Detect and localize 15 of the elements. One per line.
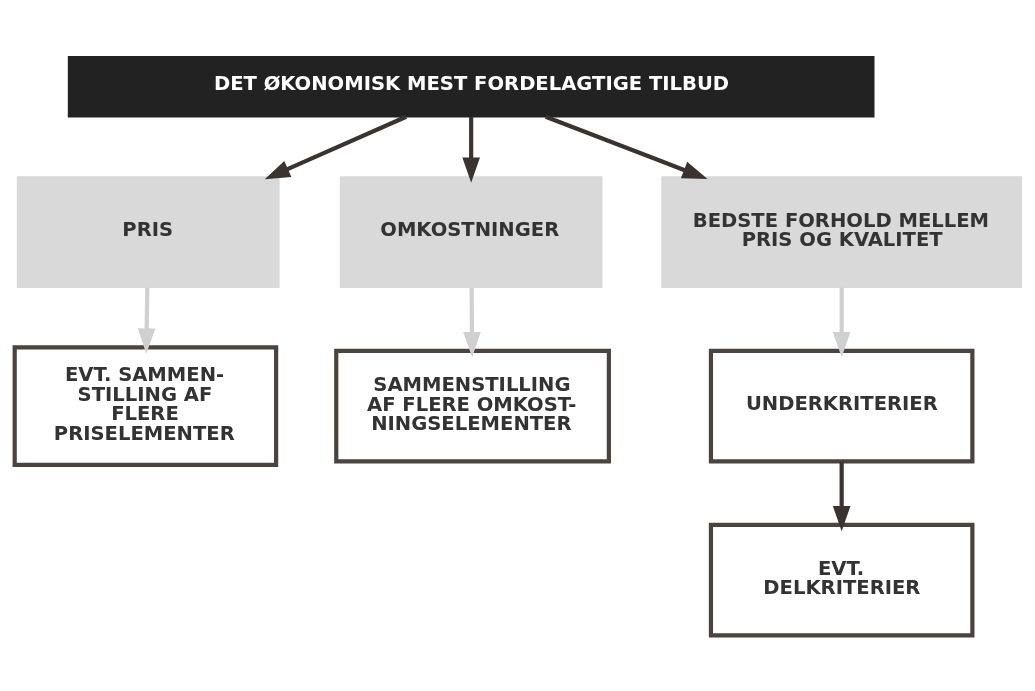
arrow [832, 461, 850, 531]
arrow [832, 287, 850, 357]
node-box: BEDSTE FORHOLD MELLEM PRIS OG KVALITET [660, 175, 1022, 288]
node-box: PRIS [16, 175, 280, 288]
arrow [544, 114, 708, 179]
node-box: EVT. DELKRITERIER [708, 522, 974, 637]
node-box: DET ØKONOMISK MEST FORDELAGTIGE TILBUD [67, 55, 875, 117]
node-box: UNDERKRITERIER [708, 348, 974, 463]
node-box: SAMMENSTILLING AF FLERE OMKOST- NINGSELEMENTER [333, 348, 611, 463]
node-box: OMKOSTNINGER [339, 175, 603, 288]
arrow [462, 287, 481, 357]
arrow [137, 287, 155, 354]
arrow [461, 116, 480, 183]
arrow [264, 114, 407, 179]
node-box: EVT. SAMMEN- STILLING AF FLERE PRISELEMENTER [12, 344, 278, 467]
